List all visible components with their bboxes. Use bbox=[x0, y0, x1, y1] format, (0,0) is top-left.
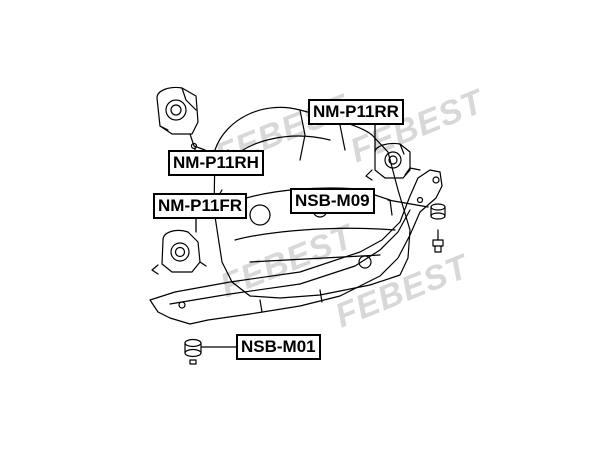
subframe bbox=[149, 167, 443, 325]
label-nm-p11fr[interactable]: NM-P11FR bbox=[153, 193, 248, 219]
leader-lines bbox=[194, 123, 429, 348]
bushing-m01 bbox=[184, 338, 202, 365]
mount-rr bbox=[365, 142, 411, 181]
label-nsb-m09[interactable]: NSB-M09 bbox=[290, 188, 375, 214]
label-nsb-m01[interactable]: NSB-M01 bbox=[236, 334, 321, 360]
label-nm-p11rh[interactable]: NM-P11RH bbox=[168, 150, 264, 176]
mount-rh bbox=[156, 86, 206, 151]
mount-fr bbox=[151, 229, 207, 275]
bushing-m09 bbox=[430, 203, 446, 253]
label-nm-p11rr[interactable]: NM-P11RR bbox=[308, 99, 404, 125]
